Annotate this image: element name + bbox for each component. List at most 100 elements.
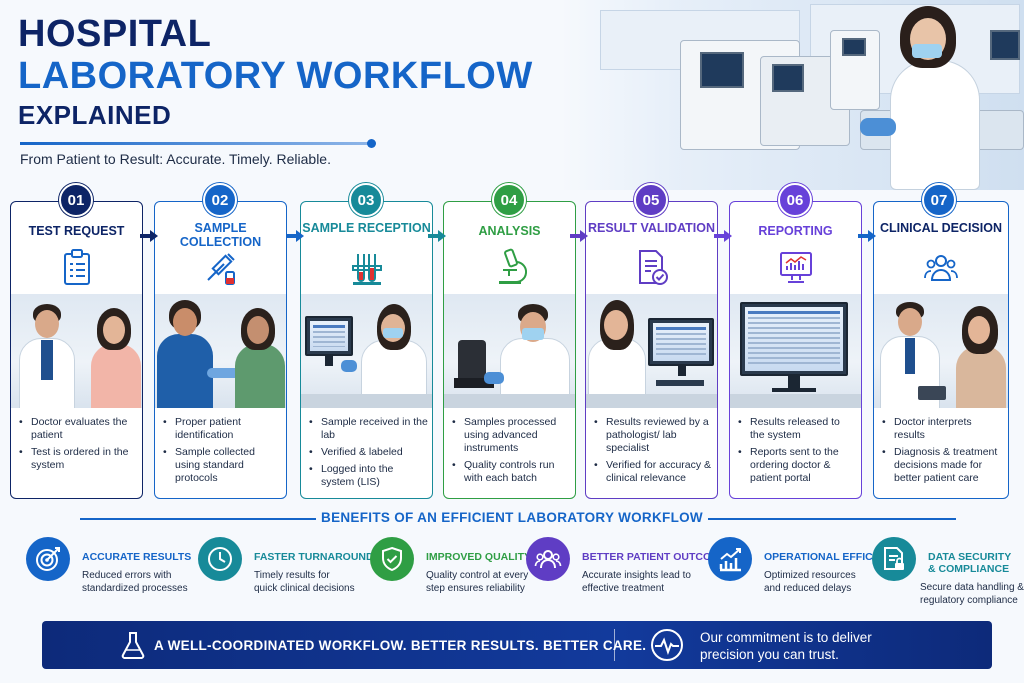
step-2-bullets: Proper patient identification Sample col… <box>163 416 282 489</box>
benefit-title: OPERATIONAL EFFICIENCY <box>764 551 905 563</box>
footer-divider <box>614 629 615 661</box>
step-5-photo <box>586 294 717 408</box>
list-item: Doctor interprets results <box>882 416 1004 442</box>
heartbeat-icon <box>651 629 683 661</box>
step-3-title: SAMPLE RECEPTION <box>302 221 431 235</box>
list-item: Diagnosis & treatment decisions made for… <box>882 446 1004 485</box>
title-line-3: EXPLAINED <box>18 100 172 130</box>
step-arrow-6 <box>858 230 876 242</box>
growth-chart-icon <box>708 537 752 581</box>
list-item: Sample received in the lab <box>309 416 428 442</box>
benefit-title: BETTER PATIENT OUTCOMES <box>582 551 734 563</box>
step-arrow-2 <box>286 230 304 242</box>
list-item: Samples processed using advanced instrum… <box>452 416 571 455</box>
step-1-title: TEST REQUEST <box>28 224 125 238</box>
step-test-request: TEST REQUEST Doctor evaluates the patien… <box>10 201 143 499</box>
list-item: Reports sent to the ordering doctor & pa… <box>738 446 857 485</box>
step-5-badge: 05 <box>634 183 668 217</box>
clock-icon <box>198 537 242 581</box>
list-item: Quality controls run with each batch <box>452 459 571 485</box>
step-6-title: REPORTING <box>758 224 833 238</box>
step-7-bullets: Doctor interprets results Diagnosis & tr… <box>882 416 1004 489</box>
step-arrow-4 <box>570 230 588 242</box>
step-arrow-5 <box>714 230 732 242</box>
step-3-photo <box>301 294 432 408</box>
benefits-heading: BENEFITS OF AN EFFICIENT LABORATORY WORK… <box>321 510 703 525</box>
syringe-icon <box>206 253 235 285</box>
clipboard-icon <box>63 249 90 285</box>
benefit-title: IMPROVED QUALITY <box>426 551 532 563</box>
step-3-bullets: Sample received in the lab Verified & la… <box>309 416 428 493</box>
flask-icon <box>121 632 145 659</box>
step-3-badge: 03 <box>349 183 383 217</box>
footer-commitment: Our commitment is to deliver precision y… <box>700 630 872 662</box>
page-subtitle: From Patient to Result: Accurate. Timely… <box>20 151 331 167</box>
benefit-data-security: DATA SECURITY & COMPLIANCE Secure data h… <box>872 537 1024 606</box>
step-sample-collection: SAMPLE COLLECTION Proper patient identif… <box>154 201 287 499</box>
step-2-badge: 02 <box>203 183 237 217</box>
people-icon <box>924 255 958 281</box>
list-item: Verified for accuracy & clinical relevan… <box>594 459 713 485</box>
title-line-2: LABORATORY WORKFLOW <box>18 55 533 97</box>
benefit-operational-efficiency: OPERATIONAL EFFICIENCY Optimized resourc… <box>708 537 905 601</box>
step-6-photo <box>730 294 861 408</box>
list-item: Proper patient identification <box>163 416 282 442</box>
benefit-title: DATA SECURITY & COMPLIANCE <box>928 551 1012 575</box>
list-item: Results released to the system <box>738 416 857 442</box>
step-5-bullets: Results reviewed by a pathologist/ lab s… <box>594 416 713 489</box>
hero-lab-image <box>560 0 1024 190</box>
benefit-patient-outcomes: BETTER PATIENT OUTCOMES Accurate insight… <box>526 537 734 601</box>
report-monitor-icon <box>779 252 812 283</box>
step-4-photo <box>444 294 575 408</box>
step-4-badge: 04 <box>492 183 526 217</box>
title-divider <box>20 139 376 148</box>
list-item: Results reviewed by a pathologist/ lab s… <box>594 416 713 455</box>
list-item: Verified & labeled <box>309 446 428 459</box>
step-7-badge: 07 <box>922 183 956 217</box>
list-item: Sample collected using standard protocol… <box>163 446 282 485</box>
step-4-title: ANALYSIS <box>478 224 541 238</box>
step-analysis: ANALYSIS Samples processed using advance… <box>443 201 576 499</box>
target-icon <box>26 537 70 581</box>
step-7-photo <box>874 294 1008 408</box>
title-line-1: HOSPITAL <box>18 13 212 55</box>
step-reporting: REPORTING Results released to the system… <box>729 201 862 499</box>
shield-check-icon <box>370 537 414 581</box>
step-arrow-3 <box>428 230 446 242</box>
step-1-badge: 01 <box>59 183 93 217</box>
list-item: Logged into the system (LIS) <box>309 463 428 489</box>
step-sample-reception: SAMPLE RECEPTION Sample received in the … <box>300 201 433 499</box>
benefit-title: FASTER TURNAROUND TIME <box>254 551 402 563</box>
step-7-title: CLINICAL DECISION <box>880 221 1002 235</box>
benefit-title: ACCURATE RESULTS <box>82 551 192 563</box>
step-result-validation: RESULT VALIDATION Results reviewed by a … <box>585 201 718 499</box>
step-2-photo <box>155 294 286 408</box>
step-6-badge: 06 <box>778 183 812 217</box>
list-item: Test is ordered in the system <box>19 446 138 472</box>
secure-document-icon <box>872 537 916 581</box>
step-4-bullets: Samples processed using advanced instrum… <box>452 416 571 489</box>
step-arrow-1 <box>140 230 158 242</box>
document-check-icon <box>638 250 668 285</box>
benefit-desc: Secure data handling &regulatory complia… <box>920 582 1024 606</box>
page-title: HOSPITAL LABORATORY WORKFLOW EXPLAINED <box>18 14 533 132</box>
step-1-photo <box>11 294 142 408</box>
benefits-divider-right <box>708 518 956 520</box>
step-2-title: SAMPLE COLLECTION <box>179 221 262 249</box>
benefit-faster-turnaround: FASTER TURNAROUND TIME Timely results fo… <box>198 537 402 601</box>
list-item: Doctor evaluates the patient <box>19 416 138 442</box>
people-icon <box>526 537 570 581</box>
step-clinical-decision: CLINICAL DECISION Doctor interprets <box>873 201 1009 499</box>
step-6-bullets: Results released to the system Reports s… <box>738 416 857 489</box>
footer-tagline: A WELL-COORDINATED WORKFLOW. BETTER RESU… <box>154 638 647 653</box>
footer-banner: A WELL-COORDINATED WORKFLOW. BETTER RESU… <box>42 621 992 669</box>
benefit-improved-quality: IMPROVED QUALITY Quality control at ever… <box>370 537 532 601</box>
step-1-bullets: Doctor evaluates the patient Test is ord… <box>19 416 138 476</box>
test-tubes-icon <box>351 254 382 285</box>
